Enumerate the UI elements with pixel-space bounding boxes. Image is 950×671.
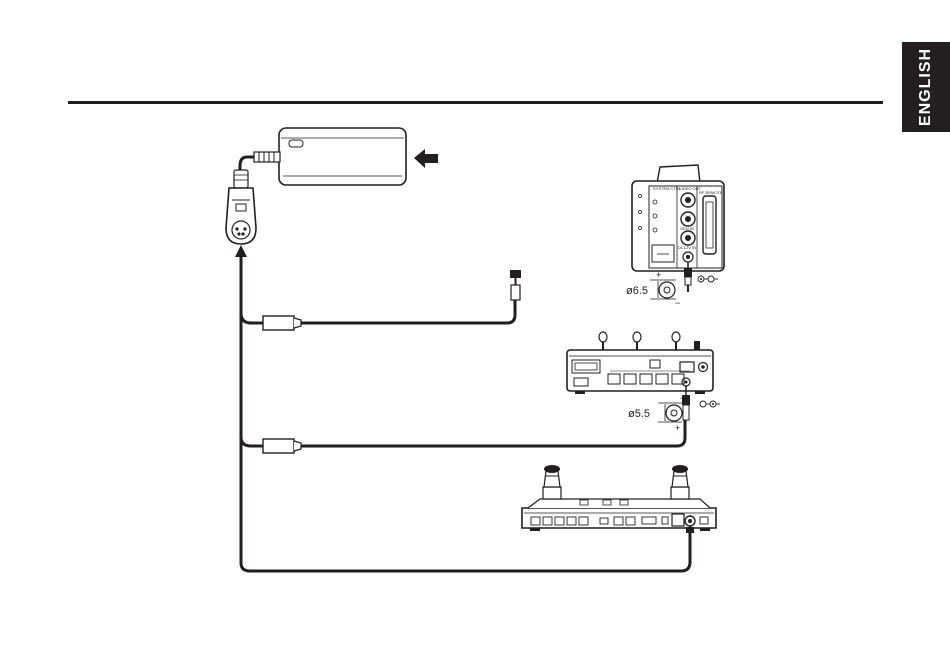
camera-label-system-ctrl: SYSTEM CTRL (653, 186, 682, 191)
camera-label-dc-in: DC12V IN (678, 245, 696, 250)
switcher-polarity-symbol-icon (700, 401, 720, 407)
svg-text:−: − (675, 298, 680, 308)
cable-junction-upper (263, 316, 301, 330)
svg-text:+: + (675, 423, 680, 433)
camera-label-rf-remote: RF REMOTE (699, 190, 723, 195)
power-adapter-icon (254, 128, 406, 185)
xlr-connector-icon (226, 170, 256, 244)
camera-icon: SYSTEM CTRL VIDEO OUT RF REMOTE GEN IN D… (632, 165, 724, 271)
svg-text:+: + (656, 270, 661, 280)
svg-text:−: − (680, 393, 685, 403)
insert-arrow-icon (414, 149, 438, 168)
controller-icon (522, 465, 716, 531)
camera-label-gen-in: GEN IN (680, 226, 694, 231)
camera-plug-dimension: + − ø6.5 (626, 270, 680, 308)
cable-junction-lower (263, 439, 301, 453)
polarity-symbol-icon (698, 276, 718, 282)
switcher-plug-diameter: ø5.5 (628, 408, 650, 420)
switcher-icon (567, 332, 713, 394)
camera-plug-diameter: ø6.5 (626, 285, 648, 297)
switcher-plug-dimension: − + ø5.5 (628, 393, 685, 433)
